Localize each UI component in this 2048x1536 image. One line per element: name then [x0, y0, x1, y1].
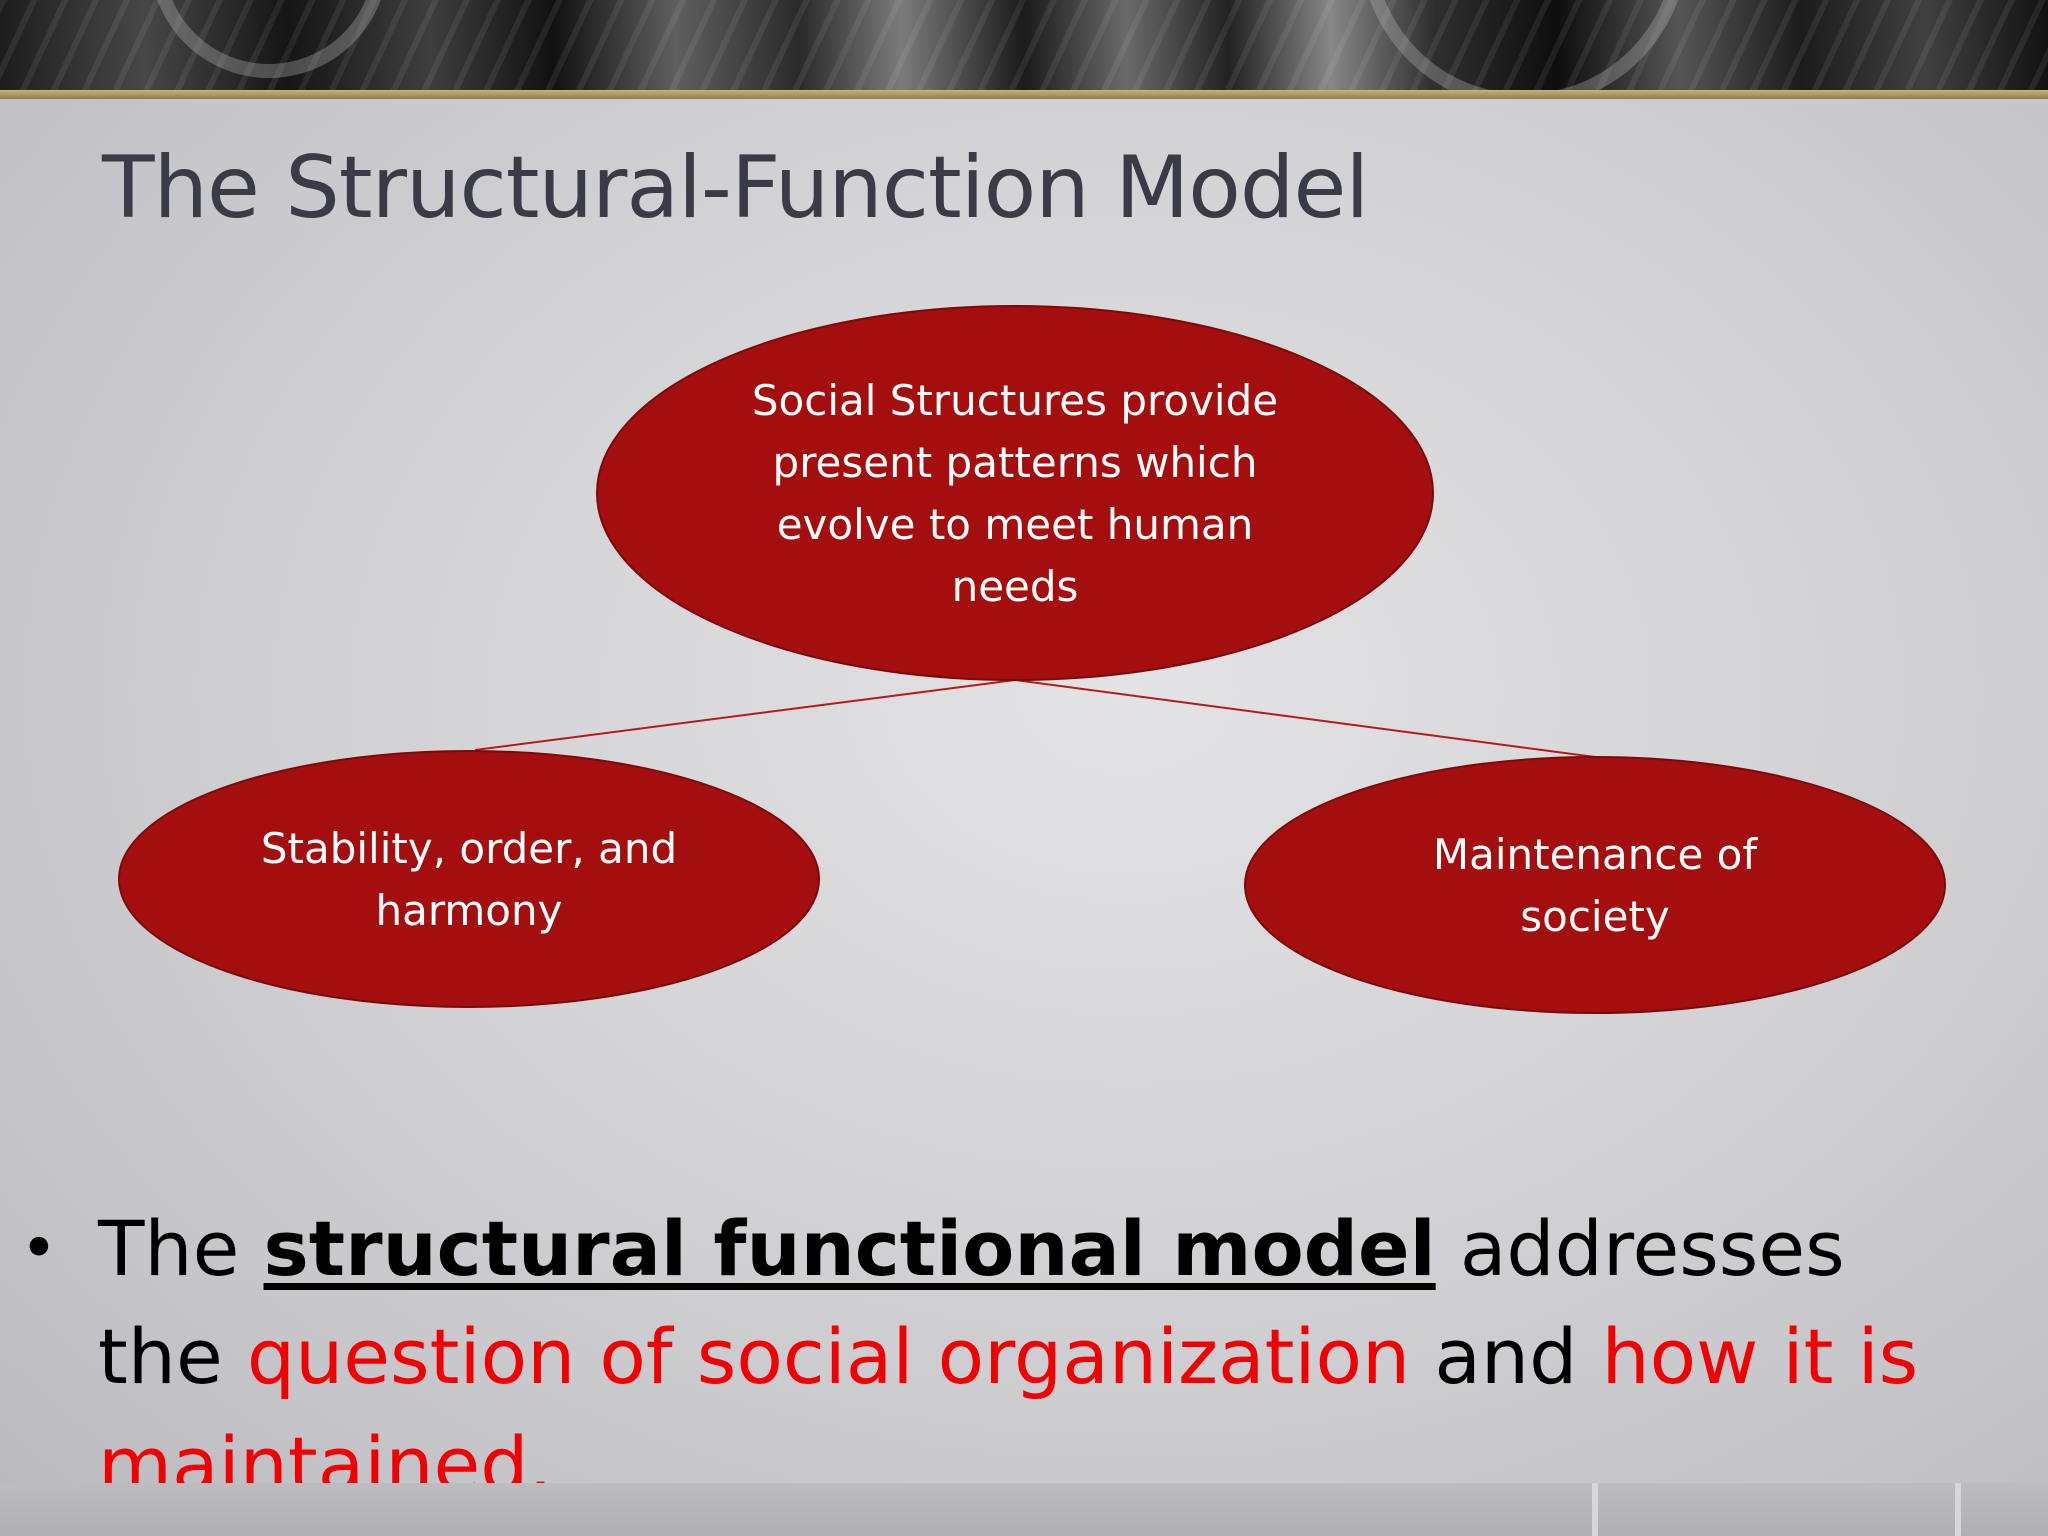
- node-right-line2: society: [1520, 892, 1670, 941]
- node-stability: [118, 750, 820, 1008]
- node-maintenance: [1244, 756, 1946, 1014]
- slide-title: The Structural-Function Model: [102, 138, 1369, 238]
- bullet-highlight-question: question of social organization: [246, 1312, 1411, 1401]
- node-left-line1: Stability, order, and: [260, 824, 678, 873]
- node-stability-text: Stability, order, and harmony: [219, 818, 719, 942]
- node-top-line3: evolve to meet human: [776, 500, 1254, 549]
- bullet-text: The structural functional model addresse…: [98, 1195, 1978, 1519]
- footer-bar: [0, 1483, 2048, 1536]
- footer-divider-1: [1592, 1483, 1598, 1536]
- node-left-line2: harmony: [375, 886, 563, 935]
- bullet-part-and: and: [1410, 1312, 1602, 1401]
- node-maintenance-text: Maintenance of society: [1345, 824, 1845, 948]
- node-top-line4: needs: [951, 562, 1079, 611]
- connector-top-left: [474, 679, 1016, 751]
- node-social-structures: [596, 305, 1434, 681]
- node-social-structures-text: Social Structures provide present patter…: [715, 370, 1315, 618]
- bullet-marker: •: [20, 1212, 58, 1286]
- node-top-line1: Social Structures provide: [751, 376, 1279, 425]
- node-right-line1: Maintenance of: [1432, 830, 1758, 879]
- header-banner-image: [0, 0, 2048, 90]
- connector-top-right: [1014, 679, 1596, 758]
- bullet-part-the: The: [98, 1204, 264, 1293]
- bullet-term-bold: structural functional model: [263, 1204, 1436, 1293]
- bullet-part-addresses: addresses the: [98, 1204, 1845, 1401]
- header-gold-rule: [0, 90, 2048, 99]
- node-top-line2: present patterns which: [772, 438, 1258, 487]
- footer-divider-2: [1955, 1483, 1961, 1536]
